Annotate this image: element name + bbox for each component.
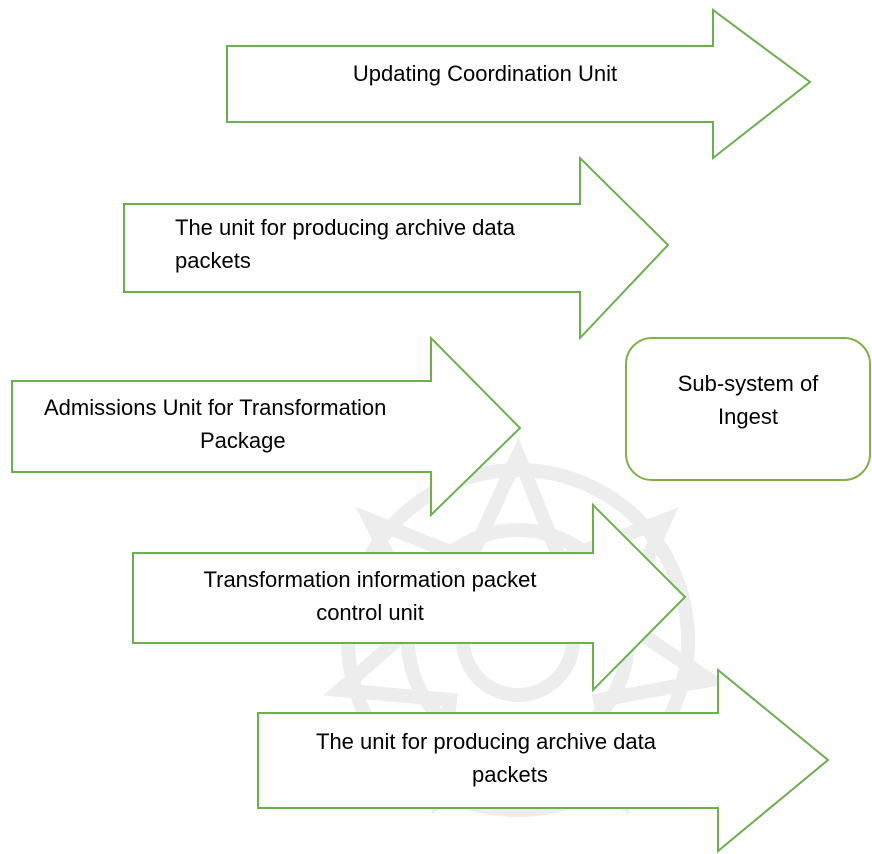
label-updating-coordination-unit: Updating Coordination Unit (300, 57, 670, 90)
label-line: Updating Coordination Unit (352, 61, 618, 86)
label-admissions-unit: Admissions Unit for Transformation Packa… (44, 391, 464, 457)
label-line: Sub-system of (677, 371, 819, 396)
label-line: Transformation information packet (203, 567, 537, 592)
arrow-admissions-unit (11, 335, 522, 518)
subsystem-ingest-box (625, 337, 871, 481)
label-line: packets (472, 762, 548, 787)
label-line: control unit (316, 600, 424, 625)
label-line: Package (200, 428, 286, 453)
arrow-updating-coordination-unit (226, 8, 812, 161)
label-line: The unit for producing archive data (175, 215, 515, 240)
arrow-transformation-packet-control-unit (132, 502, 687, 693)
label-line: The unit for producing archive data (316, 729, 656, 754)
label-transformation-packet-control-unit: Transformation information packet contro… (170, 563, 570, 629)
label-archive-data-packets-unit-1: The unit for producing archive data pack… (175, 211, 595, 277)
arrow-archive-data-packets-unit-1 (123, 155, 670, 341)
arrow-archive-data-packets-unit-2 (257, 667, 830, 854)
label-archive-data-packets-unit-2: The unit for producing archive data pack… (316, 725, 736, 791)
label-subsystem-ingest: Sub-system of Ingest (640, 367, 856, 433)
label-line: Admissions Unit for Transformation (44, 395, 387, 420)
label-line: Ingest (718, 404, 778, 429)
label-line: packets (175, 248, 251, 273)
